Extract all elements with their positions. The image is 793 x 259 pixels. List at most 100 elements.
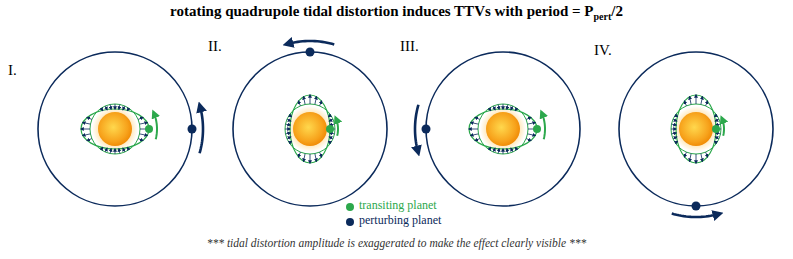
- displacement-arrow: [81, 129, 90, 130]
- displacement-arrow: [475, 117, 480, 119]
- displacement-arrow: [511, 148, 513, 152]
- displacement-arrow: [515, 108, 516, 110]
- displacement-arrow: [285, 132, 290, 134]
- tidal-ellipse: [676, 95, 716, 163]
- displacement-arrow: [304, 154, 306, 162]
- orbit-panel: [415, 52, 580, 206]
- displacement-arrow: [289, 141, 291, 142]
- displacement-arrow: [315, 97, 317, 105]
- orbit-panel: [38, 52, 203, 206]
- transit-motion-arrow: [153, 112, 157, 139]
- star-glow: [92, 106, 138, 152]
- figure-title: rotating quadrupole tidal distortion ind…: [0, 3, 793, 23]
- displacement-arrow: [503, 149, 504, 154]
- perturber-orbit: [426, 52, 580, 206]
- displacement-arrow: [287, 119, 291, 121]
- panel-label: II.: [208, 38, 222, 55]
- legend-swatch: [346, 203, 354, 211]
- displacement-arrow: [87, 117, 92, 119]
- transiting-planet: [326, 125, 334, 133]
- displacement-arrow: [690, 97, 692, 105]
- legend-swatch: [346, 218, 354, 226]
- displacement-arrow: [329, 119, 333, 121]
- displacement-arrow: [515, 148, 516, 150]
- displacement-arrow: [123, 148, 125, 152]
- perturber-orbit: [233, 52, 387, 206]
- displacement-arrow: [118, 149, 120, 154]
- displacement-arrow: [115, 104, 116, 109]
- panel-label: I.: [8, 62, 17, 79]
- displacement-arrow: [511, 106, 513, 110]
- displacement-arrow: [528, 123, 536, 125]
- star-glow: [287, 106, 333, 152]
- perturbing-planet: [422, 125, 431, 134]
- displacement-arrow: [715, 137, 719, 139]
- displacement-arrow: [289, 115, 291, 116]
- displacement-arrow: [489, 148, 490, 150]
- displacement-arrow: [526, 117, 531, 119]
- displacement-arrow: [83, 123, 91, 125]
- displacement-arrow: [528, 134, 536, 136]
- orbit-panel: [619, 52, 773, 217]
- perturber-motion-arrow: [200, 105, 203, 154]
- displacement-arrow: [701, 97, 703, 105]
- displacement-arrow: [298, 101, 300, 106]
- displacement-arrow: [671, 124, 676, 126]
- displacement-arrow: [671, 129, 676, 130]
- displacement-arrow: [138, 117, 143, 119]
- tidal-ellipse: [290, 95, 330, 163]
- transit-motion-arrow: [541, 112, 545, 139]
- transiting-planet: [145, 125, 153, 133]
- perturbing-planet: [188, 125, 197, 134]
- perturber-orbit: [619, 52, 773, 206]
- displacement-arrow: [83, 134, 91, 136]
- displacement-arrow: [506, 149, 508, 154]
- displacement-arrow: [110, 149, 112, 154]
- displacement-arrow: [706, 101, 708, 106]
- figure-caption: *** tidal distortion amplitude is exagge…: [0, 237, 793, 250]
- perturber-motion-arrow: [415, 105, 418, 154]
- star-glow: [480, 106, 526, 152]
- displacement-arrow: [503, 104, 504, 109]
- displacement-arrow: [684, 152, 686, 157]
- perturber-motion-arrow: [672, 214, 721, 217]
- displacement-arrow: [671, 132, 676, 134]
- transiting-planet: [712, 125, 720, 133]
- displacement-arrow: [118, 104, 120, 109]
- displacement-arrow: [493, 106, 495, 110]
- displacement-arrow: [701, 154, 703, 162]
- perturbing-planet: [306, 48, 315, 57]
- displacement-arrow: [715, 115, 717, 116]
- displacement-arrow: [493, 148, 495, 152]
- displacement-arrow: [310, 154, 311, 163]
- displacement-arrow: [115, 149, 116, 154]
- displacement-arrow: [140, 134, 148, 136]
- displacement-arrow: [123, 106, 125, 110]
- tidal-ellipse: [469, 109, 537, 149]
- panel-label: IV.: [594, 42, 612, 59]
- displacement-arrow: [127, 148, 128, 150]
- star-glow: [673, 106, 719, 152]
- displacement-arrow: [298, 152, 300, 157]
- panel-label: III.: [400, 38, 419, 55]
- displacement-arrow: [489, 108, 490, 110]
- displacement-arrow: [696, 154, 697, 163]
- displacement-arrow: [285, 124, 290, 126]
- legend-text: perturbing planet: [359, 214, 441, 228]
- displacement-arrow: [140, 123, 148, 125]
- displacement-arrow: [127, 108, 128, 110]
- displacement-arrow: [101, 108, 102, 110]
- displacement-arrow: [715, 119, 719, 121]
- tidal-ellipse: [81, 109, 149, 149]
- displacement-arrow: [138, 139, 143, 141]
- displacement-arrow: [87, 139, 92, 141]
- displacement-arrow: [105, 106, 107, 110]
- displacement-arrow: [105, 148, 107, 152]
- displacement-arrow: [110, 104, 112, 109]
- transiting-planet: [533, 125, 541, 133]
- displacement-arrow: [329, 137, 333, 139]
- star: [486, 112, 520, 146]
- displacement-arrow: [101, 148, 102, 150]
- displacement-arrow: [310, 95, 311, 104]
